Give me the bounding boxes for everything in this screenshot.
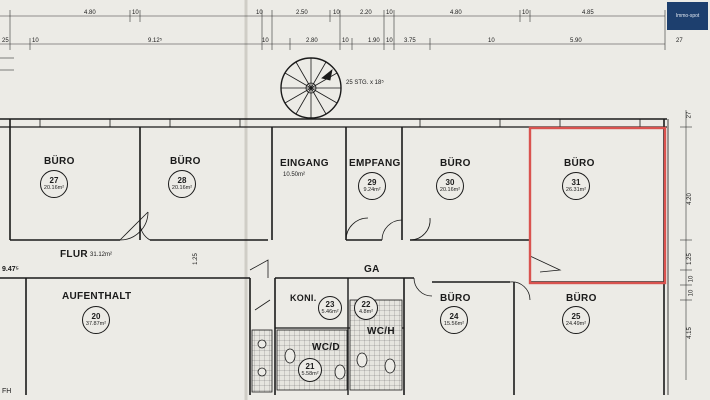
right-dim-4: 10: [688, 275, 695, 283]
room-23-area: 5.46m²: [321, 309, 339, 315]
dim-top-9: 10: [522, 10, 529, 16]
dim-row2-3: 9.12⁵: [148, 38, 163, 44]
room-27-number: 27: [49, 176, 59, 185]
dim-row2-2: 10: [32, 38, 39, 44]
flur-area: 31.12m²: [90, 252, 113, 258]
room-22-area: 4.8m²: [358, 309, 374, 315]
room-24-number: 24: [449, 312, 459, 321]
right-dim-2: 4.20: [686, 193, 693, 205]
logo-text: Immo-spot: [675, 13, 700, 19]
room-27-area: 20.16m²: [43, 185, 65, 191]
dim-row2-7: 1.90: [368, 38, 380, 44]
room-22-number: 22: [361, 300, 371, 309]
room-22-name: WC/H: [367, 326, 395, 337]
dim-row2-5: 2.80: [306, 38, 318, 44]
room-31-area: 26.31m²: [565, 187, 587, 193]
right-dim-1: 27: [686, 111, 693, 119]
room-30-area: 20.16m²: [439, 187, 461, 193]
room-28-area: 20.16m²: [171, 185, 193, 191]
room-31-number: 31: [571, 178, 581, 187]
dim-top-2: 10: [132, 10, 139, 16]
room-28-name: BÜRO: [170, 156, 201, 167]
stair-label: 25 STG. x 18⁵: [346, 80, 384, 86]
room-21-area: 5.58m²: [301, 371, 319, 377]
room-25-name: BÜRO: [566, 293, 597, 304]
highlight-room-31: [528, 126, 667, 285]
room-25-area: 24.49m²: [565, 321, 587, 327]
room-eingang-name: EINGANG: [280, 158, 329, 169]
room-24-name: BÜRO: [440, 293, 471, 304]
dim-row2-12: 27: [676, 38, 683, 44]
right-dim-5: 10: [688, 289, 695, 297]
dim-top-1: 4.80: [84, 10, 96, 16]
ga-label: GA: [364, 264, 380, 275]
dim-top-4: 2.50: [296, 10, 308, 16]
top-dimension-lines: [0, 10, 666, 50]
room-28-number: 28: [177, 176, 187, 185]
room-20-number: 20: [91, 312, 101, 321]
room-27-name: BÜRO: [44, 156, 75, 167]
dim-row2-11: 5.90: [570, 38, 582, 44]
dim-top-8: 4.80: [450, 10, 462, 16]
dim-row2-8: 10: [386, 38, 393, 44]
room-29-area: 9.24m²: [363, 187, 381, 193]
dim-top-10: 4.85: [582, 10, 594, 16]
room-20-name: AUFENTHALT: [62, 291, 132, 302]
flur-name: FLUR: [60, 249, 88, 260]
right-dim-3: 1.25: [686, 253, 693, 265]
corridor-dim: 1.25: [192, 253, 199, 265]
dim-row2-4: 10: [262, 38, 269, 44]
room-25-number: 25: [571, 312, 581, 321]
dim-row2-10: 10: [488, 38, 495, 44]
room-23-number: 23: [325, 300, 335, 309]
room-30-number: 30: [445, 178, 455, 187]
spiral-staircase: [280, 57, 342, 119]
right-dim-6: 4.15: [686, 327, 693, 339]
room-24-area: 15.56m²: [443, 321, 465, 327]
dim-top-5: 10: [333, 10, 340, 16]
room-eingang-area: 10.50m²: [283, 172, 306, 178]
left-dim: 9.47⁵: [2, 266, 19, 273]
room-21-name: WC/D: [312, 342, 340, 353]
dim-top-6: 2.20: [360, 10, 372, 16]
dim-row2-9: 3.75: [404, 38, 416, 44]
room-29-number: 29: [367, 178, 377, 187]
dim-top-7: 10: [386, 10, 393, 16]
room-23-name: KONI.: [290, 293, 317, 303]
room-21-number: 21: [305, 362, 315, 371]
room-31-name: BÜRO: [564, 158, 595, 169]
dim-row2-6: 10: [342, 38, 349, 44]
left-mark: FH: [2, 388, 12, 395]
room-29-name: EMPFANG: [349, 158, 401, 169]
dim-top-3: 10: [256, 10, 263, 16]
room-30-name: BÜRO: [440, 158, 471, 169]
dim-row2-1: 25: [2, 38, 9, 44]
room-20-area: 37.87m²: [85, 321, 107, 327]
brand-logo: Immo-spot: [667, 2, 708, 30]
